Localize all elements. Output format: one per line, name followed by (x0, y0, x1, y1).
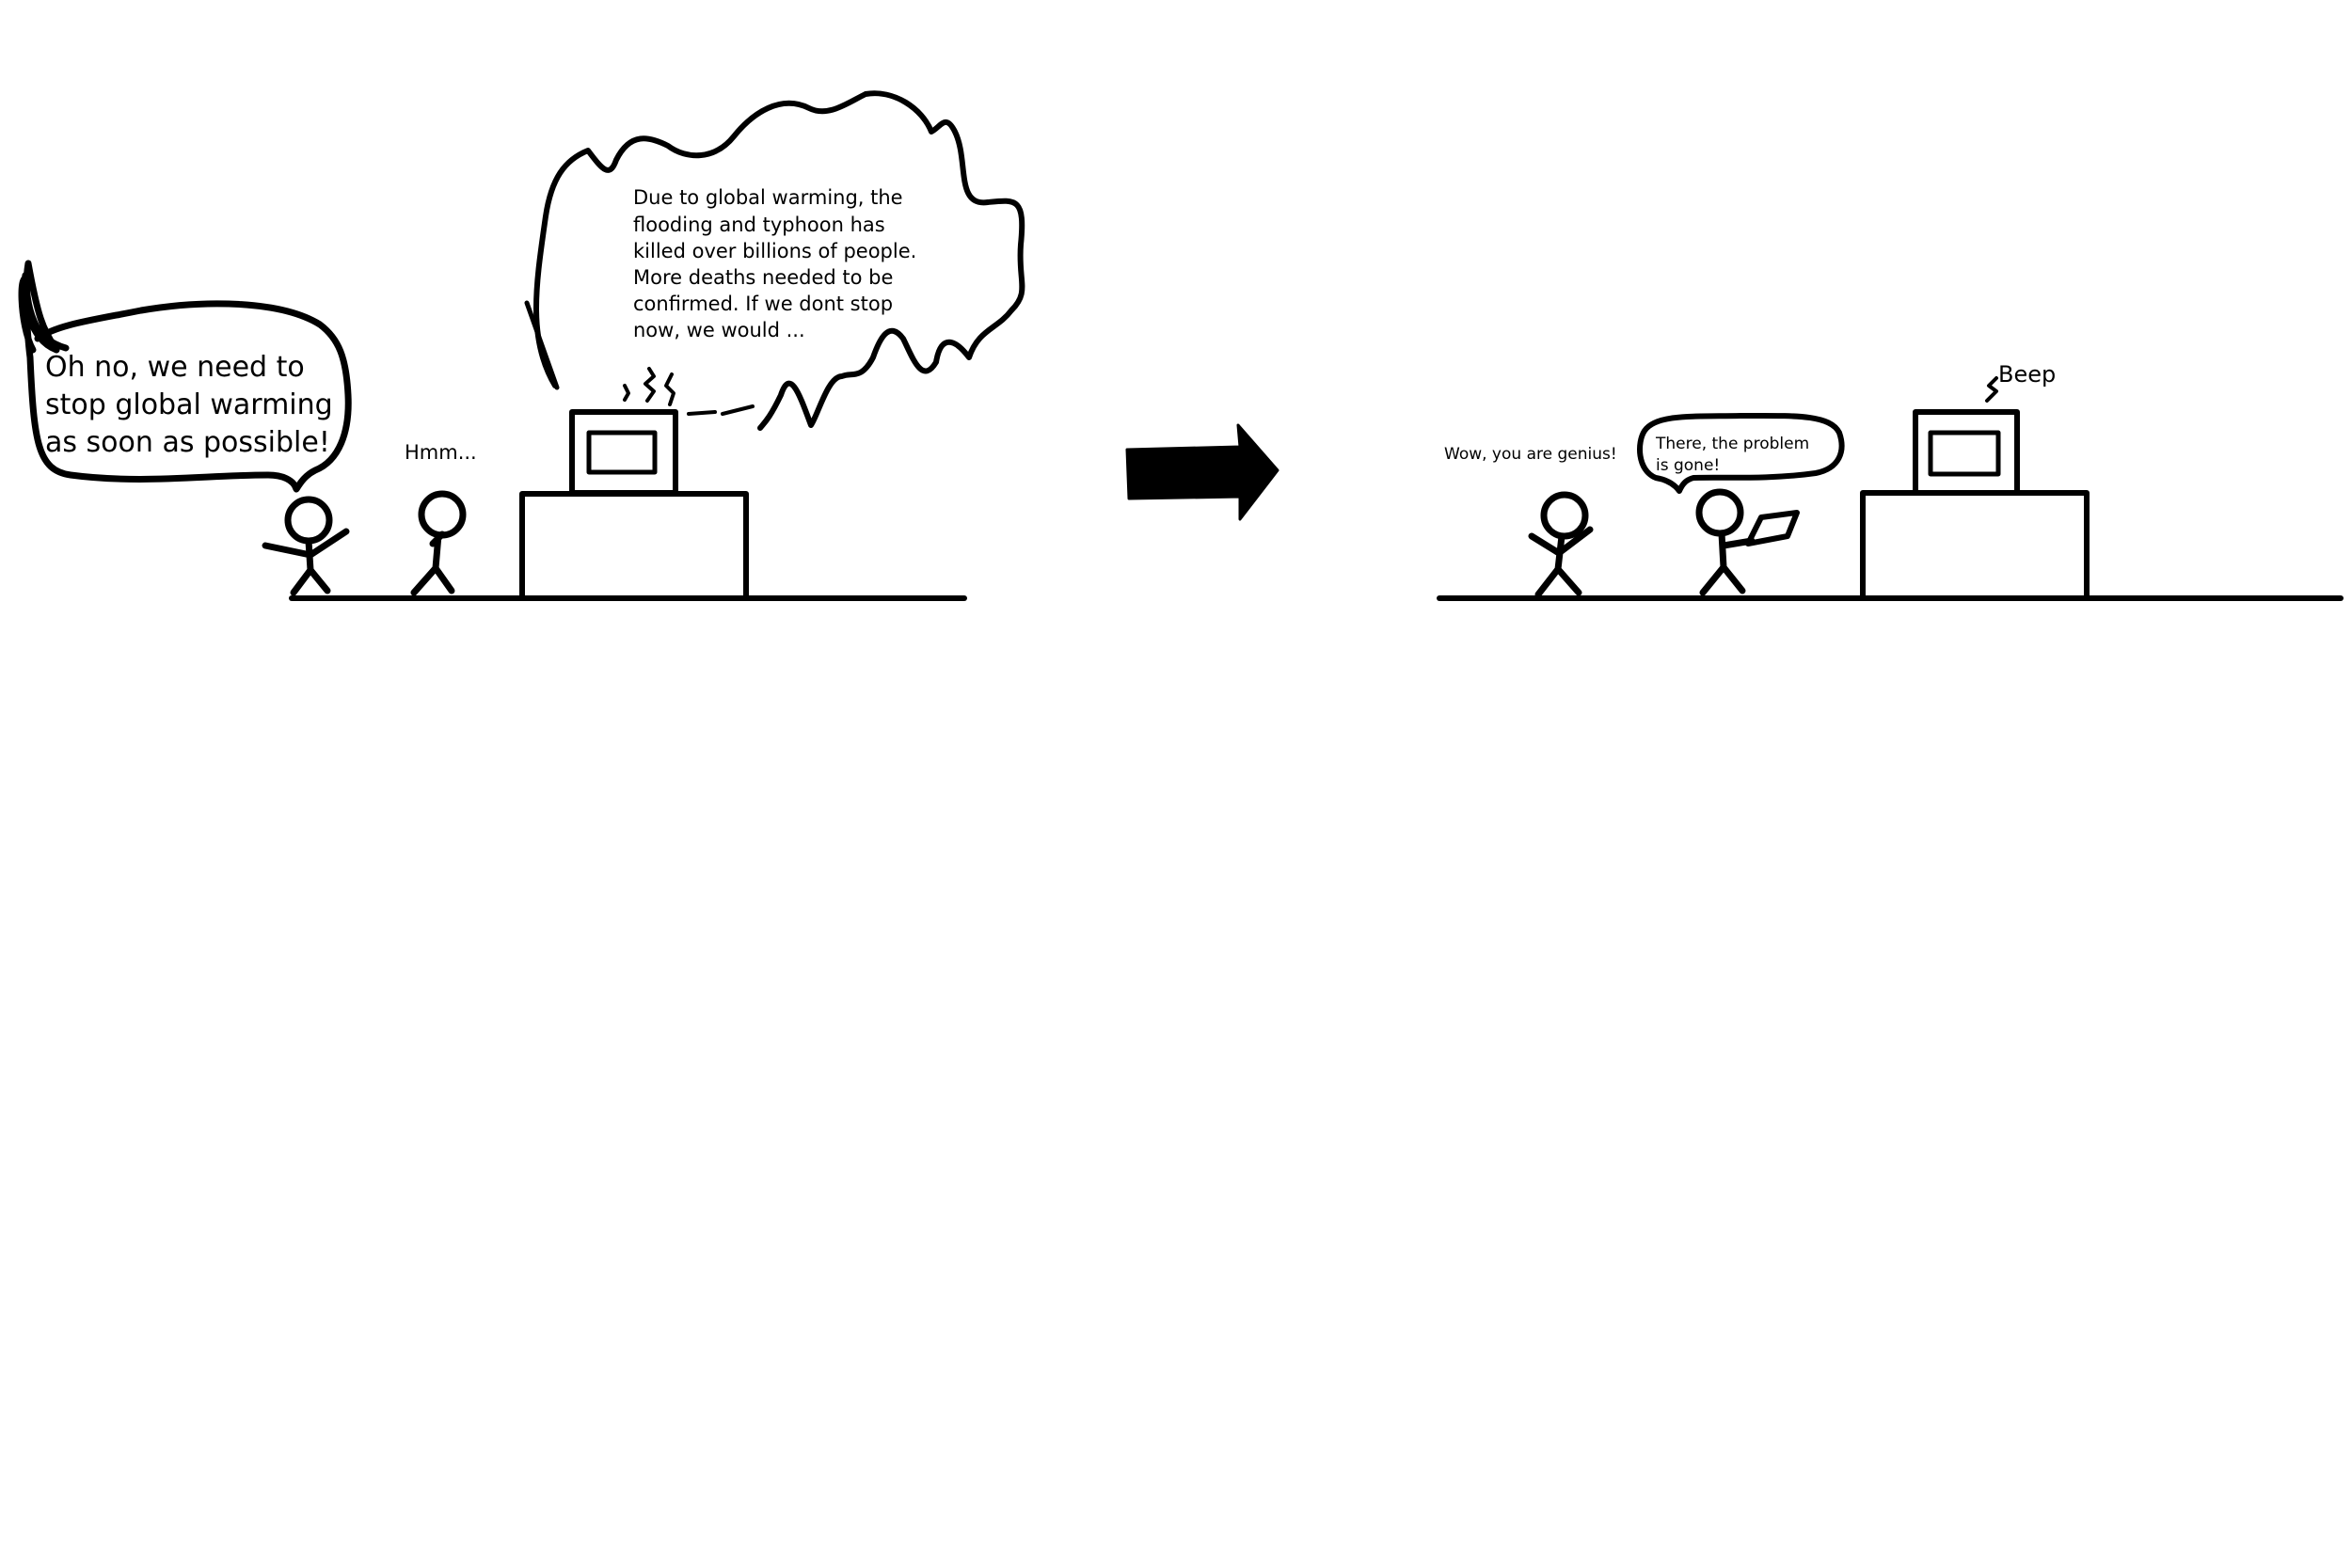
tv-broadcast-line-5: confirmed. If we dont stop (633, 293, 893, 315)
stick-figure-4-head (1695, 488, 1744, 537)
stick-figure-2-body (410, 531, 455, 596)
stick-figure-2 (410, 490, 467, 596)
speech-bubble-2 (1637, 412, 1845, 494)
caption-wow: Wow, you are genius! (1444, 445, 1617, 464)
tv-sound-text: Beep (1998, 361, 2056, 388)
tv-body (1913, 409, 2020, 496)
stick-figure-2-head (418, 490, 467, 539)
tv-broadcast-line-1: Due to global warming, the (633, 186, 903, 209)
laptop-icon (1745, 510, 1800, 546)
tv-left (569, 367, 755, 496)
tv-screen (1928, 430, 2001, 477)
desk-left (519, 491, 749, 601)
speech-bubble-1-outline (22, 272, 352, 493)
tv-broadcast-line-2: flooding and typhoon has (633, 214, 885, 236)
stick-figure-1-head (284, 496, 333, 545)
tv-screen (586, 430, 658, 475)
tv-body (569, 409, 678, 496)
thought-text-hmm: Hmm... (405, 441, 477, 464)
tv-broadcast-line-3: killed over billions of people. (633, 240, 916, 262)
stick-figure-3-body (1528, 526, 1594, 598)
tv-right (1913, 376, 2020, 496)
arrow-right-icon (1125, 423, 1279, 521)
stick-figure-1-body (262, 528, 350, 596)
left-panel: Due to global warming, the flooding and … (18, 90, 1025, 601)
tv-broadcast-cloud (533, 90, 1025, 431)
stick-figure-4 (1695, 488, 1800, 596)
tv-broadcast-cloud-tail (524, 300, 560, 390)
right-panel: Beep Wow, you are genius! There, the pro… (1437, 361, 2344, 601)
stick-figure-3 (1528, 491, 1594, 598)
tv-broadcast-line-6: now, we would ... (633, 319, 805, 341)
stick-figure-4-body (1699, 530, 1756, 596)
speech-bubble-1-line-1: Oh no, we need to (45, 351, 305, 384)
desk-right (1860, 490, 2090, 601)
tv-broadcast-text: Due to global warming, the flooding and … (633, 186, 916, 341)
stick-figure-1 (262, 496, 350, 596)
tv-wire (687, 404, 755, 416)
speech-bubble-2-line-2: is gone! (1656, 456, 1720, 475)
speech-bubble-2-line-1: There, the problem (1655, 435, 1809, 453)
tv-beep-icon (1985, 376, 1998, 403)
speech-bubble-1-line-2: stop global warming (45, 388, 333, 421)
tv-broadcast-line-4: More deaths needed to be (633, 266, 893, 289)
speech-bubble-1-line-3: as soon as possible! (45, 426, 330, 459)
stick-figure-3-head (1540, 491, 1589, 540)
tv-noise-icon (623, 367, 675, 406)
